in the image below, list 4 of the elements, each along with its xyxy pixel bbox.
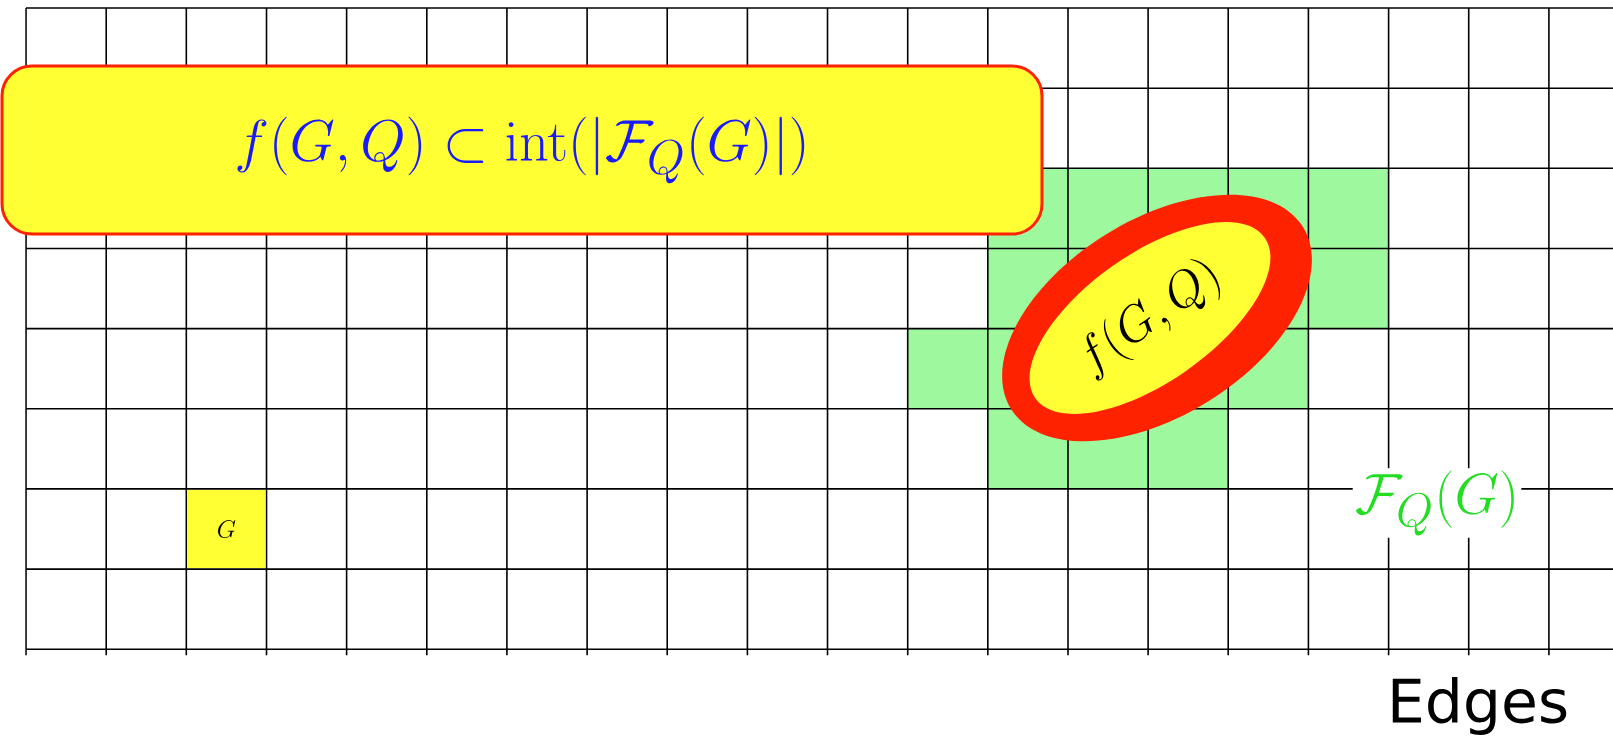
- region-label: $\mathcal{F}_Q(G)$: [1352, 468, 1522, 538]
- highlighted-cell: $G$: [187, 489, 266, 569]
- axis-label: Edges: [1392, 676, 1567, 736]
- formula-box: $f(G,Q) \subset \mathrm{int}(|\mathcal{F}_Q(G)|)$: [0, 64, 1044, 236]
